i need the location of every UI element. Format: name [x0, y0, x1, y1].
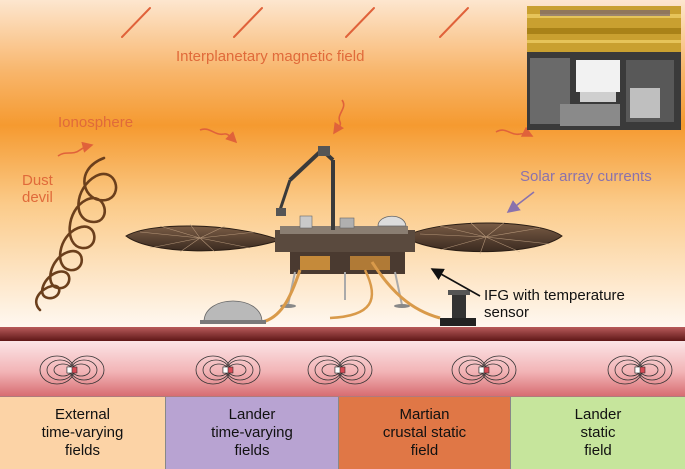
category-lander-static: Lander static field: [510, 397, 685, 469]
label-ifg-sensor: IFG with temperature sensor: [484, 287, 625, 322]
category-label: External time-varying fields: [42, 406, 124, 460]
category-lander-time-varying: Lander time-varying fields: [165, 397, 338, 469]
category-external-time-varying: External time-varying fields: [0, 397, 165, 469]
category-label: Lander time-varying fields: [211, 406, 293, 460]
ground-strip: [0, 327, 685, 341]
category-label: Martian crustal static field: [383, 406, 466, 460]
category-label: Lander static field: [575, 406, 622, 460]
category-martian-crustal-static: Martian crustal static field: [338, 397, 510, 469]
label-dust-devil: Dust devil: [22, 172, 53, 207]
label-ionosphere: Ionosphere: [58, 114, 133, 131]
label-interplanetary-magnetic-field: Interplanetary magnetic field: [176, 48, 364, 65]
label-solar-array-currents: Solar array currents: [520, 168, 652, 185]
photo-inset: [527, 6, 681, 130]
